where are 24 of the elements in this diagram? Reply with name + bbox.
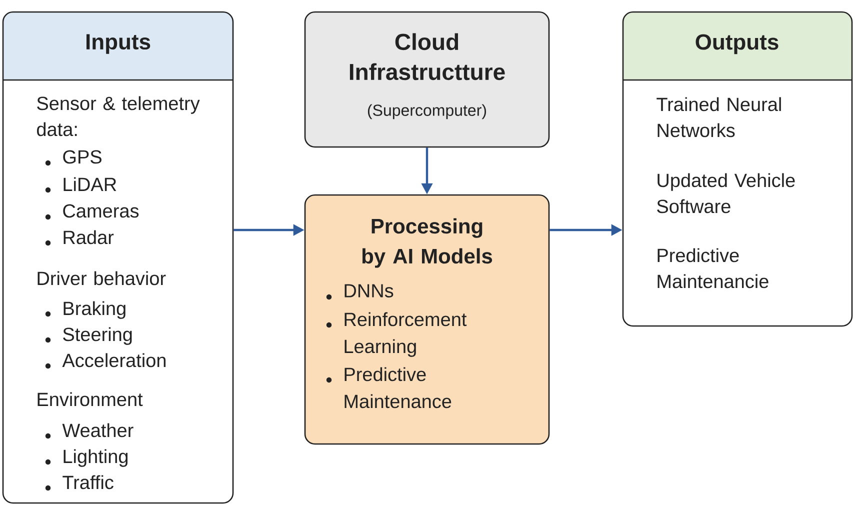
bullet-item: Predictive Maintenance — [344, 367, 452, 408]
item-text: Driver behavior — [38, 271, 166, 286]
box-heading: Cloud Infrastructture — [350, 33, 505, 80]
bullet-item: Steering — [63, 327, 132, 345]
bullet-item: Weather — [62, 423, 134, 438]
bullet-item: LiDAR — [64, 177, 116, 191]
box-heading: Outputs — [696, 34, 778, 54]
bullet-item: Reinforcement Learning — [344, 312, 467, 357]
item-text: Updated Vehicle Software — [657, 173, 795, 214]
box-subtitle: (Supercomputer) — [368, 104, 486, 120]
bullet-item: GPS — [63, 150, 102, 164]
bullet-item: Lighting — [64, 449, 128, 467]
item-text: Predictive Maintenancie — [658, 248, 768, 288]
bullet-item: Cameras — [63, 204, 139, 218]
bullet-item: DNNs — [344, 284, 394, 298]
bullet-item: Radar — [64, 230, 114, 244]
item-text: Sensor & telemetry data: — [37, 96, 200, 136]
box-heading: Inputs — [86, 34, 150, 54]
bullet-item: Traffic — [62, 475, 114, 490]
box-heading: Processing by AI Models — [362, 218, 492, 268]
item-text: Environment — [38, 392, 143, 406]
item-text: Trained Neural Networks — [656, 97, 781, 138]
bullet-item: Acceleration — [62, 353, 166, 368]
bullet-item: Braking — [64, 301, 126, 319]
